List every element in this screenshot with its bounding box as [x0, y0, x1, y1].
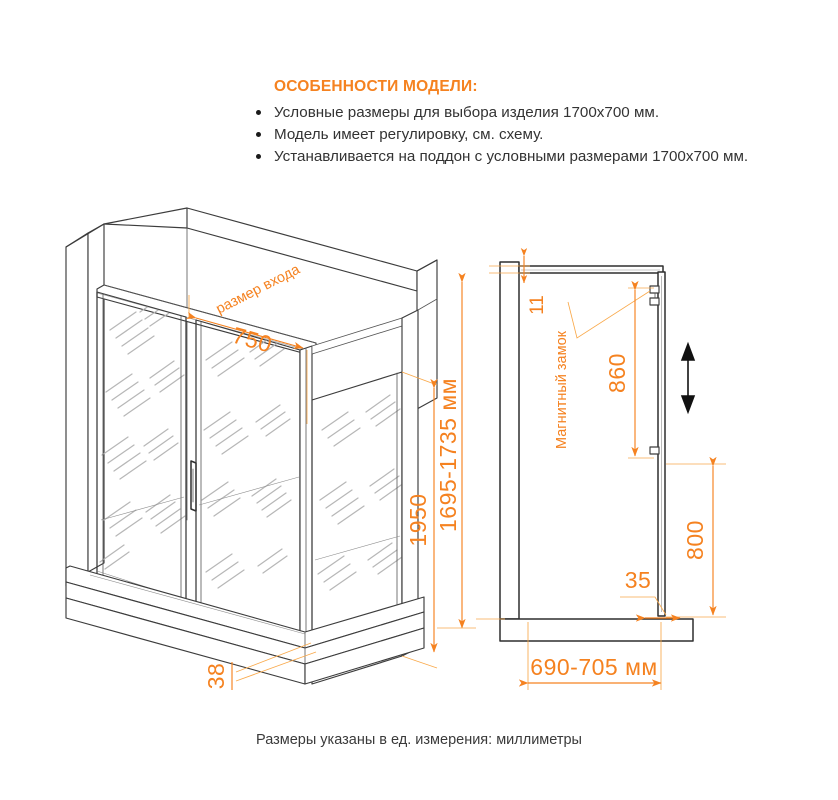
dim-panel-height: 1950: [401, 371, 438, 669]
magnetic-lock-label: Магнитный замок: [554, 330, 570, 449]
dim-860-label: 860: [604, 353, 630, 393]
adjustment-arrow-icon: [680, 341, 696, 415]
bullet-icon: [256, 110, 261, 115]
iso-wall-left: [65, 223, 105, 587]
dim-38-label: 38: [203, 663, 229, 690]
dim-800-label: 800: [682, 520, 708, 560]
dim-profile-thickness: 11: [489, 247, 548, 315]
dim-overall-height: 1695-1735 мм: [435, 272, 476, 629]
door-handle[interactable]: [190, 460, 197, 512]
feature-item-1-text: Условные размеры для выбора изделия 1700…: [274, 104, 660, 121]
side-hinge-bottom: [649, 446, 660, 455]
dim-1950-label: 1950: [405, 493, 431, 546]
side-hinge-top: [649, 285, 660, 306]
dim-lock-height: 860: [604, 280, 654, 459]
side-door-panel: [657, 271, 666, 617]
feature-item-3-text: Устанавливается на поддон с условными ра…: [274, 148, 749, 165]
dim-depth: 690-705 мм: [518, 622, 662, 690]
feature-item-2: Модель имеет регулировку, см. схему.: [247, 124, 787, 145]
glass-hatch-fixed: [201, 334, 292, 589]
dim-35-label: 35: [625, 567, 652, 593]
feature-item-3: Устанавливается на поддон с условными ра…: [247, 146, 787, 167]
entrance-label: размер входа: [214, 261, 304, 317]
dim-1695-1735-label: 1695-1735 мм: [435, 378, 461, 532]
features-title: ОСОБЕННОСТИ МОДЕЛИ:: [274, 78, 478, 95]
bullet-icon: [256, 154, 261, 159]
iso-wall-right: [401, 298, 438, 657]
bullet-icon: [256, 132, 261, 137]
features-list: Условные размеры для выбора изделия 1700…: [247, 102, 787, 167]
side-view: 11 Магнитный замок 860 800 35: [476, 247, 726, 690]
side-wall-profile: [499, 261, 520, 620]
iso-door-panel-front: [96, 291, 187, 608]
dim-threshold: 38: [203, 642, 317, 690]
dim-door-height: 800: [666, 456, 726, 618]
side-shower-tray: [499, 618, 694, 642]
side-top-rail: [518, 265, 664, 274]
features-block: ОСОБЕННОСТИ МОДЕЛИ: Условные размеры для…: [247, 78, 787, 168]
dim-bottom-offset: 35: [620, 567, 681, 622]
isometric-view: 750 размер входа 1950 1695-1735 мм 38: [65, 207, 476, 690]
iso-corner-post: [299, 345, 313, 641]
units-caption: Размеры указаны в ед. измерения: миллиме…: [256, 732, 582, 748]
dim-11-label: 11: [527, 295, 548, 315]
magnetic-lock-callout: Магнитный замок: [554, 290, 651, 449]
iso-shower-tray: [65, 565, 425, 685]
feature-item-1: Условные размеры для выбора изделия 1700…: [247, 102, 787, 123]
dim-690-705-label: 690-705 мм: [530, 654, 657, 680]
feature-item-2-text: Модель имеет регулировку, см. схему.: [274, 126, 544, 143]
